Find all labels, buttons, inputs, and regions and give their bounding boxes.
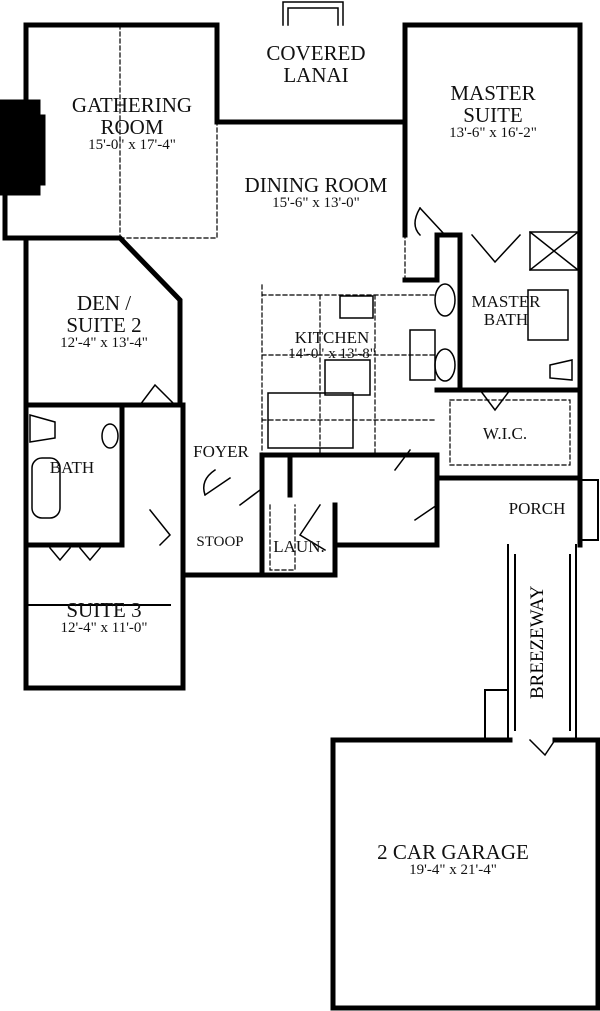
room-stoop: STOOP <box>196 534 244 550</box>
room-size: 12'-4" x 11'-0" <box>60 620 148 637</box>
room-foyer: FOYER <box>193 442 249 461</box>
room-den-suite-2: DEN / SUITE 2 12'-4" x 13'-4" <box>60 291 148 352</box>
room-size: 13'-6" x 16'-2" <box>449 125 537 142</box>
room-breezeway: BREEZEWAY <box>527 585 548 699</box>
room-dining-room: DINING ROOM 15'-6" x 13'-0" <box>244 173 388 212</box>
room-laundry: LAUN. <box>273 537 325 556</box>
room-master-bath: MASTER BATH <box>471 292 541 329</box>
room-gathering-room: GATHERING ROOM 15'-0" x 17'-4" <box>71 93 193 154</box>
room-size: 15'-6" x 13'-0" <box>272 195 360 212</box>
room-bath: BATH <box>49 458 95 477</box>
room-size: 15'-0" x 17'-4" <box>88 137 176 154</box>
room-size: 14'-0" x 13'-8" <box>288 345 376 362</box>
room-suite-3: SUITE 3 12'-4" x 11'-0" <box>60 598 148 637</box>
room-porch: PORCH <box>508 499 566 518</box>
room-garage: 2 CAR GARAGE 19'-4" x 21'-4" <box>377 840 529 879</box>
room-wic: W.I.C. <box>482 424 528 443</box>
fireplace <box>0 99 46 196</box>
room-covered-lanai: COVERED LANAI <box>266 41 366 88</box>
room-size: 19'-4" x 21'-4" <box>409 862 497 879</box>
room-kitchen: KITCHEN 14'-0" x 13'-8" <box>288 328 376 362</box>
room-master-suite: MASTER SUITE 13'-6" x 16'-2" <box>449 81 537 142</box>
room-size: 12'-4" x 13'-4" <box>60 335 148 352</box>
